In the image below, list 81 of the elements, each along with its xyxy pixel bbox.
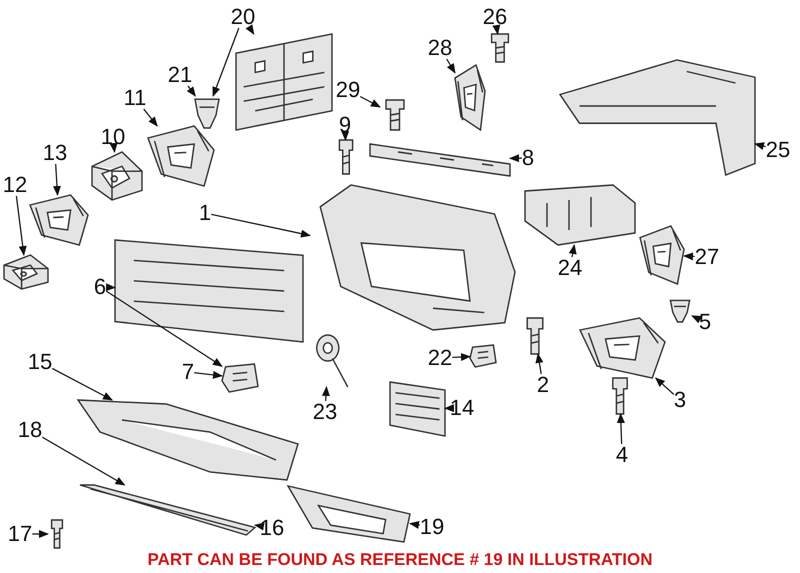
vent-grille-drawing [390,382,445,436]
callout-number: 11 [124,87,146,109]
sensor-drawing [4,255,48,289]
bracket-drawing [455,65,485,130]
leader-line [446,58,456,74]
leader-line [654,377,674,395]
lower-shield-drawing [78,400,298,480]
fog-lamp-trim-drawing [288,486,410,542]
clip-drawing [192,96,222,128]
callout-number: 19 [420,516,444,538]
leader-line [568,244,577,258]
leader-line [341,130,350,141]
callout-number: 22 [428,347,452,369]
callout-number: 5 [698,311,712,333]
callout-number: 28 [428,37,452,59]
bracket-drawing [640,226,684,284]
callout-number: 12 [2,174,28,196]
sensor-drawing [92,152,142,200]
absorber-drawing [525,185,635,245]
leader-line [535,353,544,374]
leader-line [409,521,420,529]
callout-number: 21 [168,64,192,86]
callout-number: 4 [616,444,628,466]
leader-line [509,154,522,162]
note-text: PART CAN BE FOUND AS REFERENCE # 19 IN ILLUSTRATION [148,550,652,569]
leader-line [211,214,311,238]
leader-line [444,404,454,412]
tow-cap-drawing [470,345,496,367]
callout-number: 3 [674,389,686,411]
leader-line [52,164,61,196]
leader-line [186,86,196,97]
leader-line [360,96,381,108]
sensor-holder-drawing [148,126,214,186]
callout-number: 2 [536,374,550,396]
grille-drawing [115,240,303,342]
leader-line [691,315,702,324]
callout-number: 13 [42,142,68,164]
leader-line [106,283,116,292]
leader-line [246,24,254,35]
callout-number: 20 [230,6,256,28]
callout-number: 29 [336,79,360,101]
callout-number: 10 [100,126,126,148]
leader-line [212,28,240,97]
callout-number: 1 [198,202,212,224]
cover-plate-drawing [222,364,258,392]
plate-bracket-drawing [236,34,332,130]
trim-strip-drawing [80,485,255,535]
leader-line [16,196,27,256]
callout-number: 23 [312,401,338,423]
leader-line [754,142,766,150]
callout-number: 16 [260,517,284,539]
clip-drawing [668,298,692,322]
leader-line [492,24,500,35]
reinforcement-bar-drawing [560,60,755,175]
callout-number: 17 [8,523,32,545]
callout-number: 14 [450,397,474,419]
leader-line [194,370,223,379]
leader-line [52,368,113,401]
leader-line [452,353,471,362]
leader-line [110,142,118,153]
leader-line [322,386,330,402]
callout-number: 18 [18,419,42,441]
callout-number: 26 [482,6,508,28]
leader-line [143,108,158,127]
callout-number: 15 [28,351,52,373]
callout-number: 27 [694,246,720,268]
callout-number: 7 [182,361,194,383]
leader-line [32,530,49,538]
callout-number: 24 [558,257,582,279]
leader-line [106,290,223,367]
callout-number: 25 [766,139,790,161]
leader-line [683,252,695,260]
clip-drawing [48,520,66,548]
callout-number: 8 [522,147,534,169]
leader-line [254,522,265,531]
callout-number: 6 [94,276,106,298]
leader-line [616,413,625,444]
leader-line [42,436,126,486]
mounting-bracket-drawing [580,318,665,378]
callout-number: 9 [338,114,352,136]
sensor-holder-drawing [30,195,88,245]
